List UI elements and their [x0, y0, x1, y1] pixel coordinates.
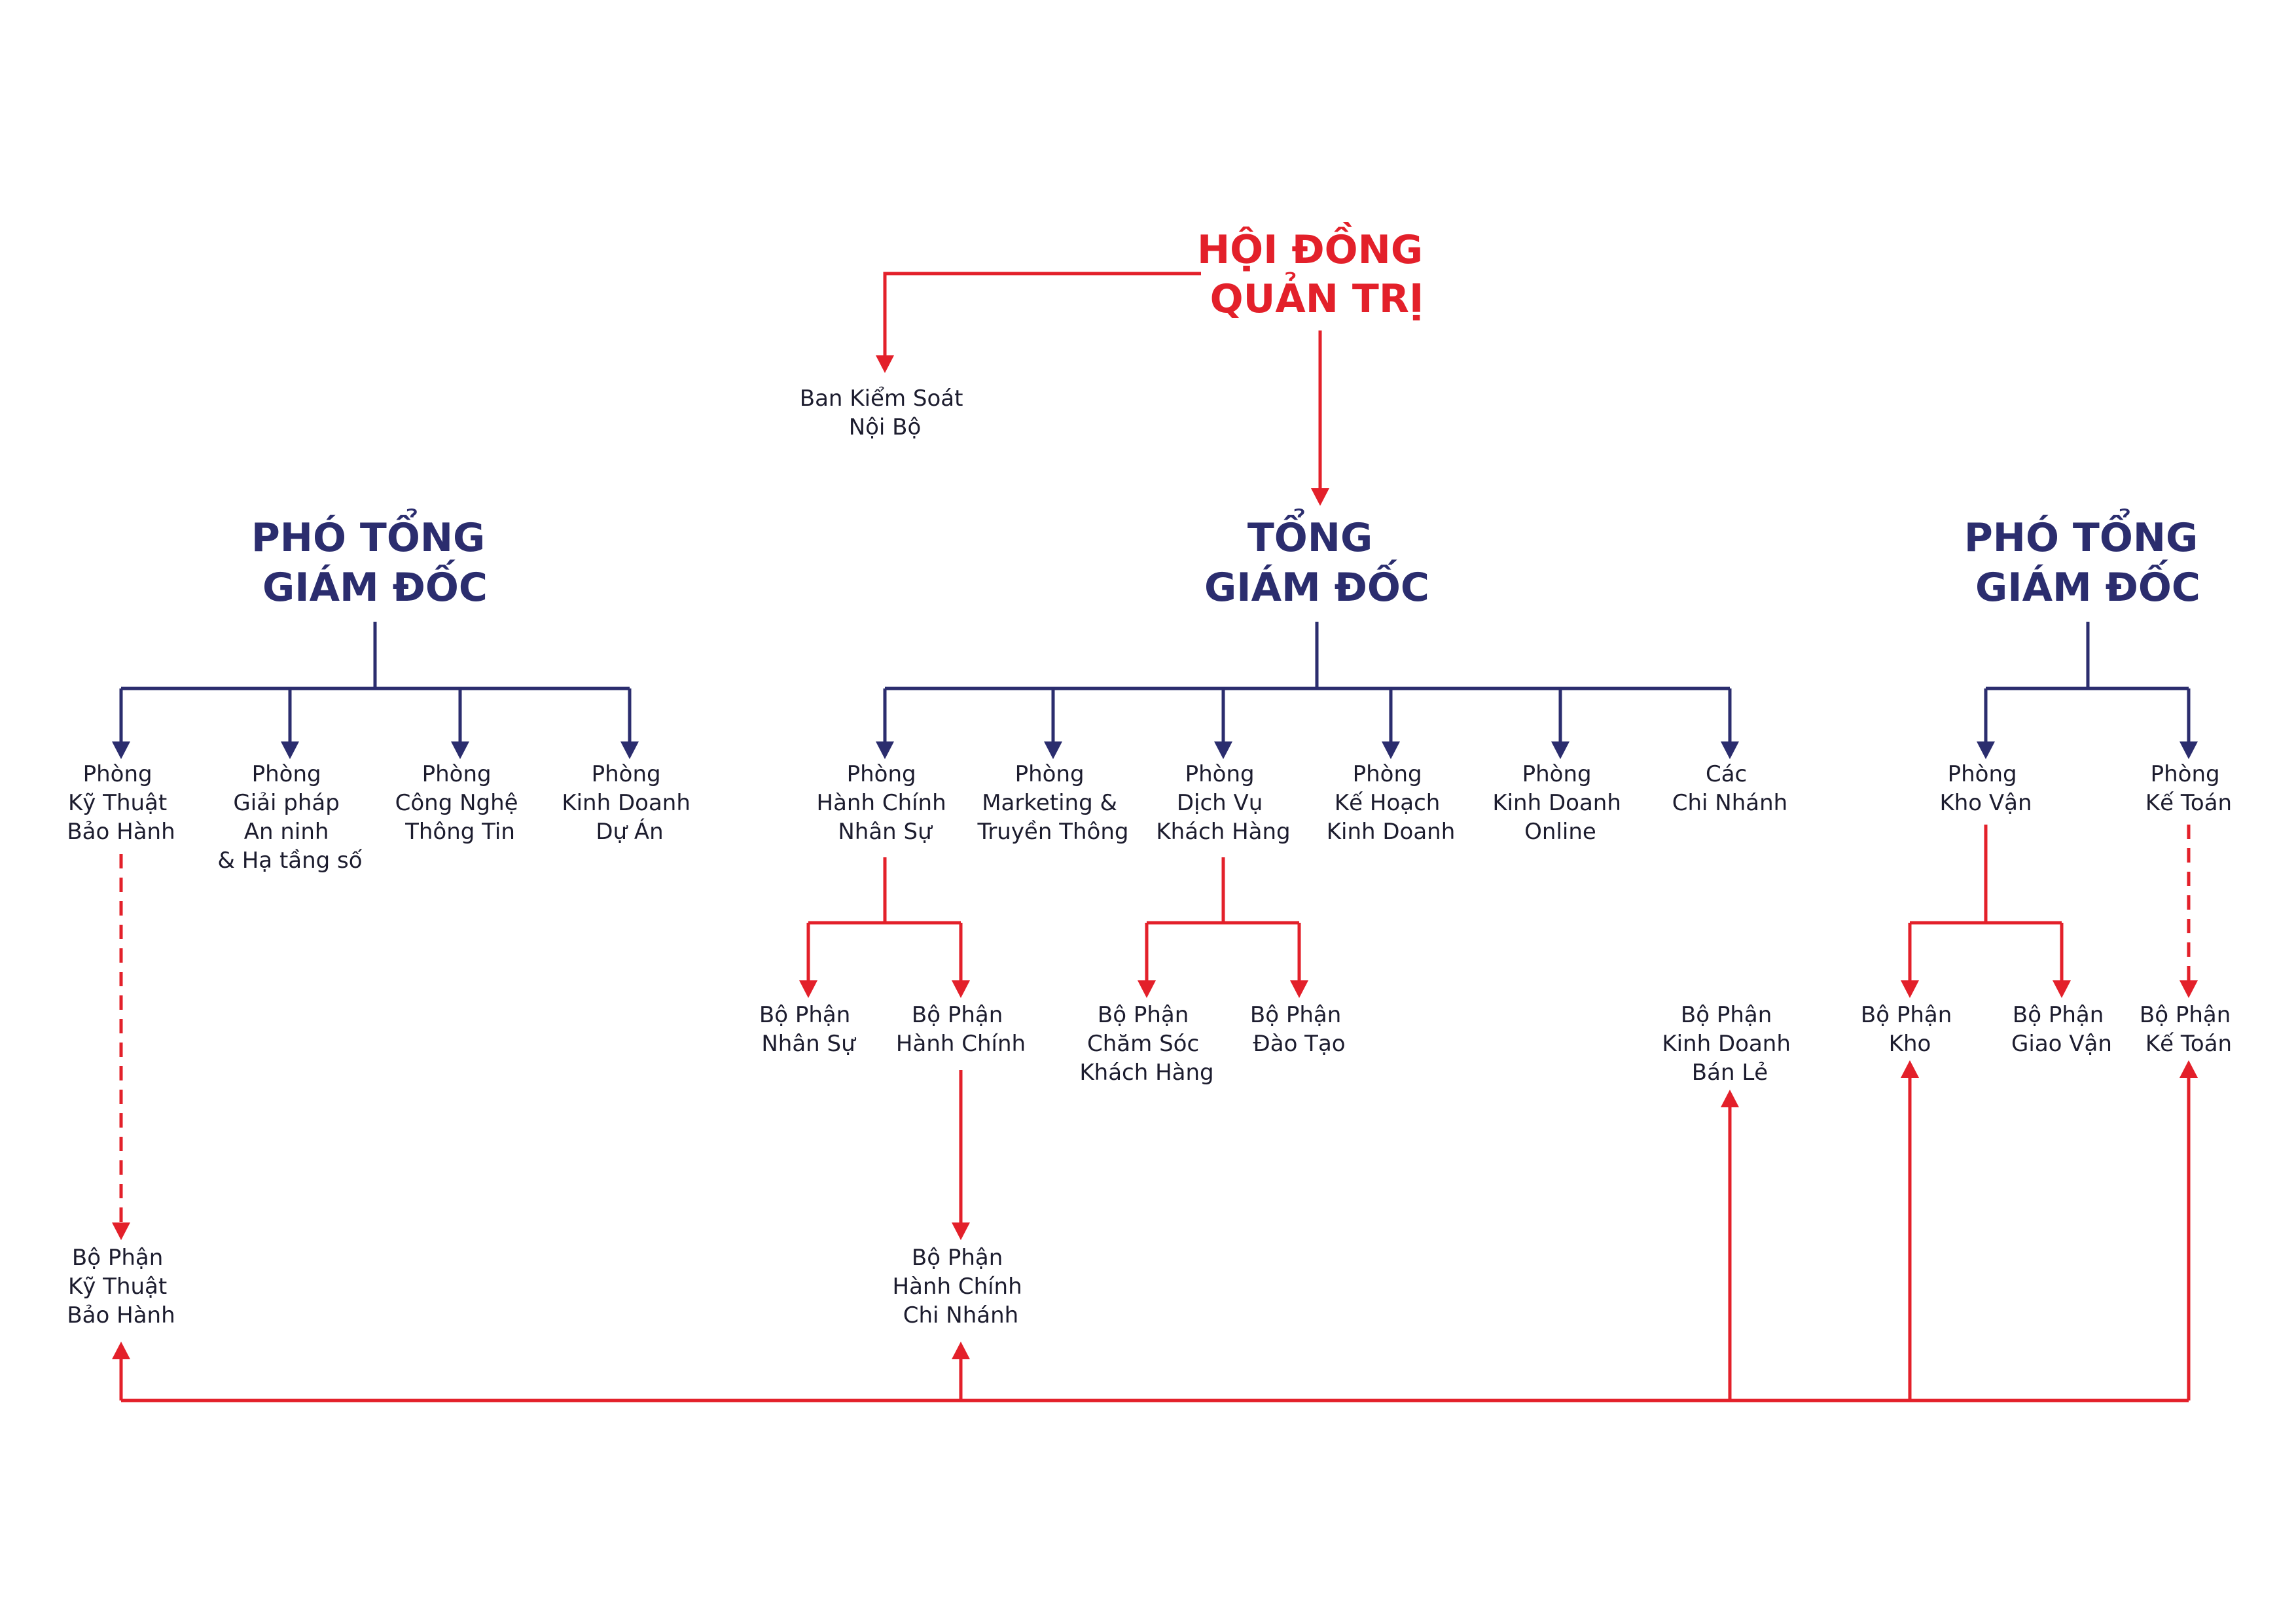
- connector-vp-left: [119, 622, 632, 743]
- node-business-planning: Phòng Kế Hoạch Kinh Doanh: [1327, 761, 1456, 845]
- connector-vp-right: [1984, 622, 2191, 743]
- arrowhead: [1901, 980, 1919, 998]
- node-branch-admin-unit: Bộ Phận Hành Chính Chi Nhánh: [893, 1245, 1030, 1329]
- arrowhead: [1721, 1090, 1739, 1107]
- node-solutions: Phòng Giải pháp An ninh & Hạ tầng số: [217, 761, 362, 874]
- node-it: Phòng Công Nghệ Thông Tin: [395, 761, 526, 845]
- arrowhead: [2179, 741, 2198, 759]
- node-tech-warranty: Phòng Kỹ Thuật Bảo Hành: [67, 761, 175, 845]
- arrowhead: [876, 741, 894, 759]
- arrowhead: [1290, 980, 1308, 998]
- arrowhead: [112, 741, 130, 759]
- node-audit: Ban Kiểm Soát Nội Bộ: [800, 385, 970, 440]
- arrowhead: [451, 741, 469, 759]
- arrowhead: [1138, 980, 1156, 998]
- arrowhead: [1044, 741, 1062, 759]
- arrowhead: [2179, 980, 2198, 998]
- arrowhead: [952, 1222, 970, 1240]
- arrowhead: [876, 355, 894, 373]
- node-online-sales: Phòng Kinh Doanh Online: [1492, 761, 1628, 845]
- vp-right-title: PHÓ TỔNG GIÁM ĐỐC: [1964, 507, 2212, 611]
- arrowhead: [1901, 1060, 1919, 1078]
- ceo-title: TỔNG GIÁM ĐỐC: [1204, 507, 1429, 611]
- node-customer-service: Phòng Dịch Vụ Khách Hàng: [1156, 761, 1290, 845]
- node-logistics: Phòng Kho Vận: [1939, 761, 2032, 816]
- node-care-unit: Bộ Phận Chăm Sóc Khách Hàng: [1079, 1002, 1213, 1086]
- arrowhead: [1311, 488, 1329, 506]
- node-branches: Các Chi Nhánh: [1672, 761, 1787, 816]
- connector-ceo: [883, 622, 1732, 743]
- node-project-sales: Phòng Kinh Doanh Dự Án: [562, 761, 697, 845]
- connector-bottom-bus: [119, 1077, 2191, 1402]
- node-marketing: Phòng Marketing & Truyền Thông: [977, 761, 1129, 845]
- node-admin-unit: Bộ Phận Hành Chính: [896, 1002, 1026, 1057]
- node-hr-admin: Phòng Hành Chính Nhân Sự: [817, 761, 954, 845]
- arrowhead: [1551, 741, 1570, 759]
- arrowhead: [281, 741, 299, 759]
- arrowhead: [1977, 741, 1995, 759]
- arrowhead: [952, 980, 970, 998]
- connector-customer-service: [1145, 857, 1301, 982]
- arrowhead: [952, 1342, 970, 1359]
- vp-left-title: PHÓ TỔNG GIÁM ĐỐC: [251, 507, 499, 611]
- arrowhead: [1721, 741, 1739, 759]
- arrowhead: [2053, 980, 2071, 998]
- arrowhead: [1382, 741, 1400, 759]
- node-hr-unit: Bộ Phận Nhân Sự: [759, 1002, 857, 1057]
- connector-board-audit: [883, 272, 1201, 357]
- node-warehouse-unit: Bộ Phận Kho: [1861, 1002, 1959, 1057]
- connector-hr-admin: [806, 857, 963, 982]
- arrowhead: [620, 741, 639, 759]
- node-tech-warranty-unit: Bộ Phận Kỹ Thuật Bảo Hành: [67, 1245, 175, 1329]
- node-accounting: Phòng Kế Toán: [2145, 761, 2232, 816]
- node-retail-unit: Bộ Phận Kinh Doanh Bán Lẻ: [1662, 1002, 1797, 1086]
- arrowhead: [2179, 1060, 2198, 1078]
- arrowhead: [112, 1222, 130, 1240]
- arrowhead: [112, 1342, 130, 1359]
- node-delivery-unit: Bộ Phận Giao Vận: [2011, 1002, 2112, 1057]
- arrowhead: [1214, 741, 1232, 759]
- node-training-unit: Bộ Phận Đào Tạo: [1250, 1002, 1348, 1057]
- connector-logistics: [1908, 825, 2064, 982]
- board-title: HỘI ĐỒNG QUẢN TRỊ: [1197, 221, 1437, 322]
- node-accounting-unit: Bộ Phận Kế Toán: [2140, 1002, 2238, 1057]
- arrowhead: [799, 980, 817, 998]
